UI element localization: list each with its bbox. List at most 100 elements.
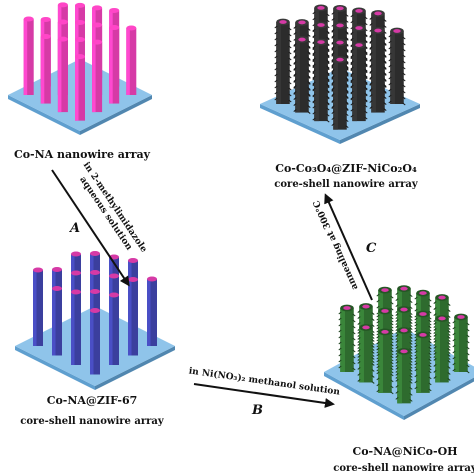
nanosheet: [390, 322, 394, 326]
nanosheet: [383, 48, 387, 51]
nanosheet: [395, 292, 399, 296]
nanosheet: [352, 355, 356, 359]
nanowire: [147, 279, 157, 346]
nanowire-tip: [109, 25, 120, 31]
nanosheet: [414, 380, 418, 384]
nanosheet: [433, 313, 437, 316]
nanowire-tip: [40, 16, 51, 22]
nanosheet: [274, 37, 278, 41]
nanosheet: [307, 81, 311, 84]
nanosheet: [383, 102, 387, 105]
nanowire-highlight: [71, 292, 75, 365]
nanowire-highlight: [109, 295, 113, 365]
nanosheet: [428, 376, 432, 380]
nanowire-highlight: [109, 27, 113, 104]
nanosheet: [466, 352, 470, 356]
nanowire-highlight: [435, 318, 440, 383]
nanosheet: [312, 93, 316, 97]
nanosheet: [364, 74, 368, 78]
nanosheet: [395, 298, 399, 302]
nanosheet: [326, 101, 330, 105]
nanowire-tip: [109, 7, 120, 13]
nanowire-core-tip: [336, 23, 344, 28]
nanosheet: [383, 72, 387, 75]
nanosheet: [331, 99, 335, 103]
nanosheet: [331, 123, 335, 127]
nanowire: [92, 42, 103, 113]
nanosheet: [307, 75, 311, 78]
nanowire-tip: [75, 2, 85, 8]
nanosheet: [388, 64, 392, 68]
nanosheet: [428, 382, 432, 386]
nanosheet: [288, 87, 292, 91]
nanowire-core-tip: [317, 6, 325, 10]
nanosheet: [326, 65, 330, 69]
nanosheet: [383, 108, 387, 111]
nanosheet: [395, 346, 399, 349]
nanosheet: [345, 119, 349, 123]
nanosheet: [395, 366, 399, 370]
nanosheet: [364, 98, 368, 102]
nanowire-tip: [40, 34, 51, 40]
nanowire-tip: [92, 39, 103, 45]
nanosheet: [364, 104, 368, 108]
nanowire: [128, 279, 138, 356]
nanosheet: [447, 360, 451, 363]
nanowire-tip: [57, 36, 68, 42]
nanosheet: [352, 367, 356, 371]
nanosheet: [326, 113, 330, 117]
nanowire-highlight: [333, 59, 338, 130]
substrate-side: [340, 104, 420, 144]
nanowire-tip: [71, 251, 81, 257]
nanosheet: [383, 42, 387, 45]
nanosheet: [402, 66, 406, 70]
nanosheet: [402, 60, 406, 64]
nanowire-core-tip: [438, 295, 446, 300]
nanosheet: [388, 46, 392, 50]
nanosheet: [409, 321, 413, 324]
nanosheet: [433, 352, 437, 355]
nanosheet: [274, 31, 278, 35]
nanowire-tip: [90, 308, 100, 313]
nanosheet: [383, 84, 387, 87]
nanosheet: [326, 30, 330, 34]
nanosheet: [402, 42, 406, 46]
nanowire-highlight: [23, 19, 28, 95]
nanosheet: [388, 34, 392, 38]
nanosheet: [326, 77, 330, 81]
nanosheet: [288, 45, 292, 49]
nanosheet: [383, 66, 387, 69]
nanosheet: [331, 17, 335, 21]
nanosheet: [409, 368, 413, 372]
nanosheet: [364, 39, 368, 43]
nanowire: [40, 36, 51, 104]
nanowire-core-tip: [298, 20, 306, 25]
nanosheet: [390, 328, 394, 332]
nanosheet: [452, 350, 456, 354]
nanosheet: [388, 70, 392, 74]
nanosheet: [288, 39, 292, 43]
nanosheet: [395, 304, 399, 308]
nanosheet: [447, 354, 451, 357]
nanosheet: [369, 40, 373, 43]
nanosheet: [364, 110, 368, 114]
nanosheet: [395, 340, 399, 343]
nanosheet: [312, 105, 316, 109]
nanosheet: [428, 352, 432, 356]
nanosheet: [312, 63, 316, 67]
nanosheet: [369, 46, 373, 49]
nanosheet: [433, 328, 437, 331]
nanosheet: [376, 371, 380, 375]
nanosheet: [274, 97, 278, 101]
nanowire-highlight: [276, 22, 281, 104]
nanowire-highlight: [92, 42, 96, 113]
nanosheet: [409, 374, 413, 378]
nanosheet: [428, 325, 432, 329]
nanosheet: [288, 33, 292, 37]
nanowire-highlight: [352, 45, 357, 122]
nanosheet: [364, 16, 368, 20]
nanosheet: [364, 50, 368, 54]
nanosheet: [383, 90, 387, 93]
nanosheet: [293, 55, 297, 58]
nanosheet: [274, 73, 278, 77]
